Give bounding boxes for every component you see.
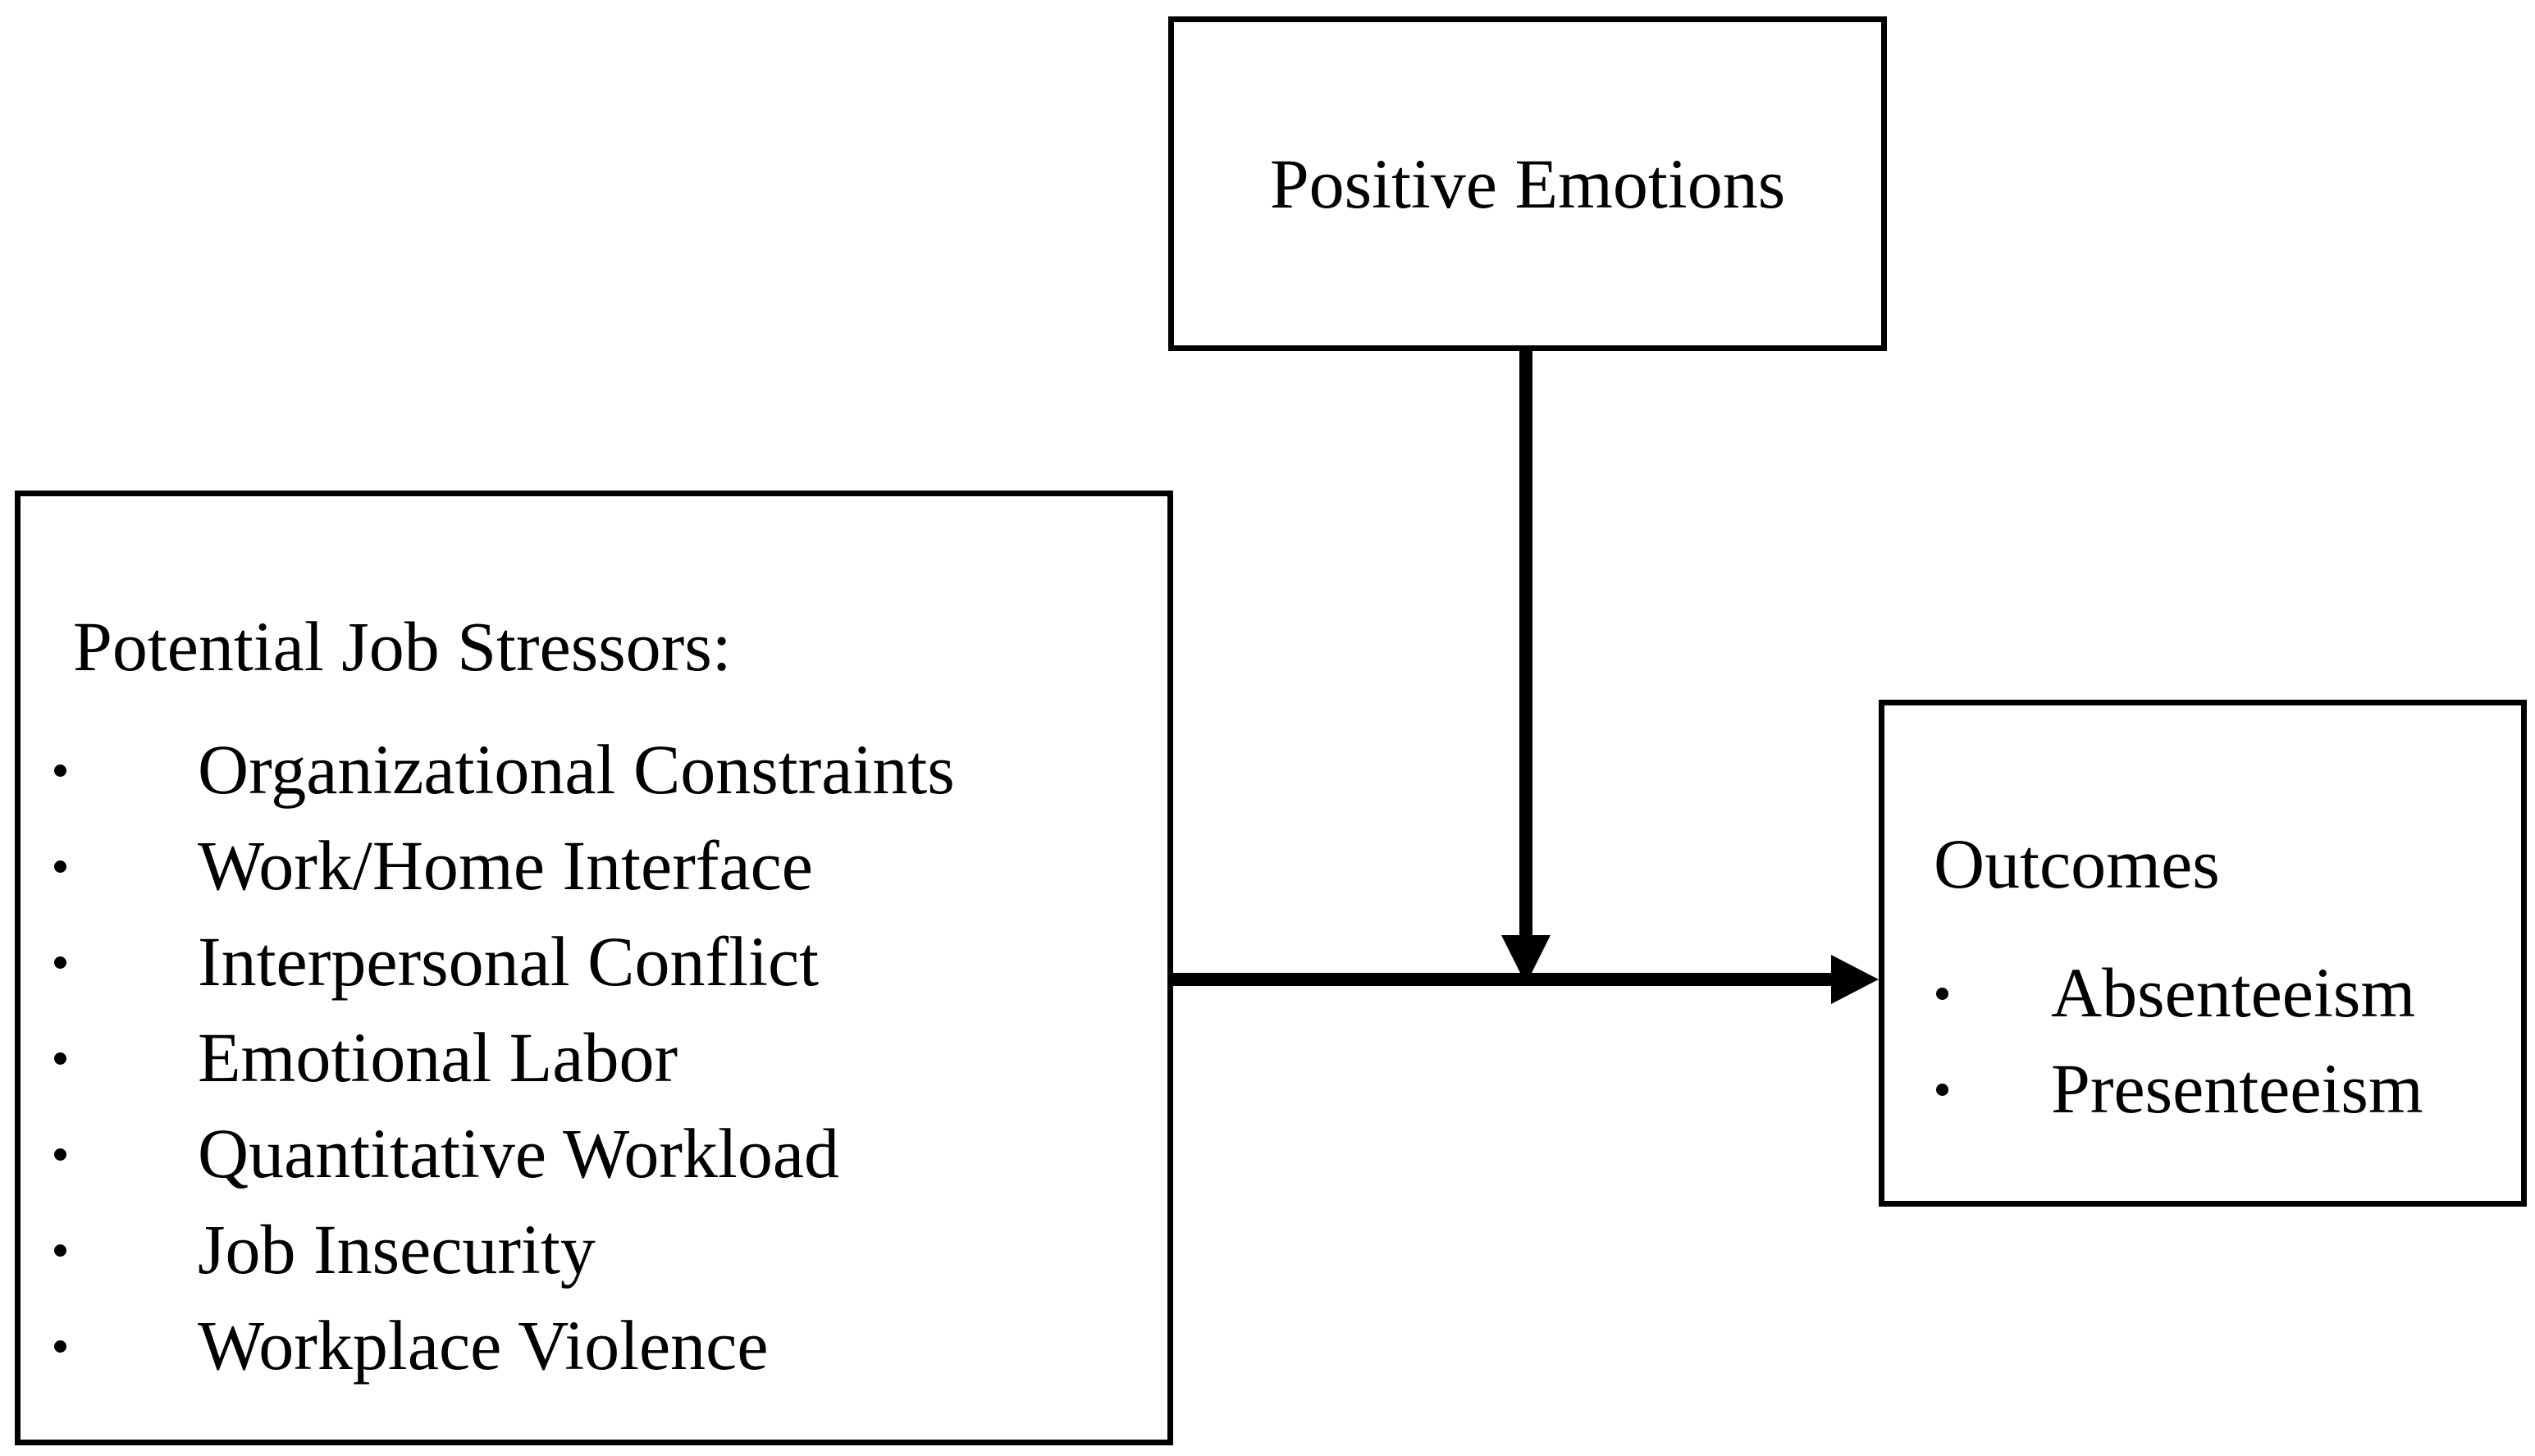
outcome-label: Absenteeism	[2051, 953, 2416, 1032]
job-stressors-box: Potential Job Stressors:	[15, 491, 1173, 1445]
bullet-icon	[54, 765, 66, 777]
bullet-icon	[54, 956, 66, 969]
moderator-arrowhead	[1501, 935, 1551, 984]
stressor-label: Organizational Constraints	[198, 730, 955, 809]
bullet-icon	[54, 860, 66, 873]
main-path-arrowhead	[1831, 955, 1879, 1004]
stressor-label: Workplace Violence	[198, 1306, 769, 1385]
positive-emotions-label: Positive Emotions	[1269, 144, 1786, 223]
bullet-icon	[1936, 988, 1948, 1000]
outcomes-title: Outcomes	[1934, 824, 2220, 903]
positive-emotions-box: Positive Emotions	[1168, 16, 1887, 351]
bullet-icon	[1936, 1084, 1948, 1096]
job-stressors-title: Potential Job Stressors:	[73, 607, 732, 686]
bullet-icon	[54, 1244, 66, 1257]
stressor-label: Interpersonal Conflict	[198, 922, 820, 1001]
stressor-label: Quantitative Workload	[198, 1114, 840, 1193]
outcomes-box: Outcomes	[1879, 700, 2527, 1207]
outcome-label: Presenteeism	[2051, 1049, 2423, 1128]
stressor-label: Job Insecurity	[198, 1210, 596, 1289]
stressor-label: Emotional Labor	[198, 1018, 678, 1097]
bullet-icon	[54, 1148, 66, 1161]
bullet-icon	[54, 1340, 66, 1353]
bullet-icon	[54, 1052, 66, 1065]
stressor-label: Work/Home Interface	[198, 826, 813, 905]
